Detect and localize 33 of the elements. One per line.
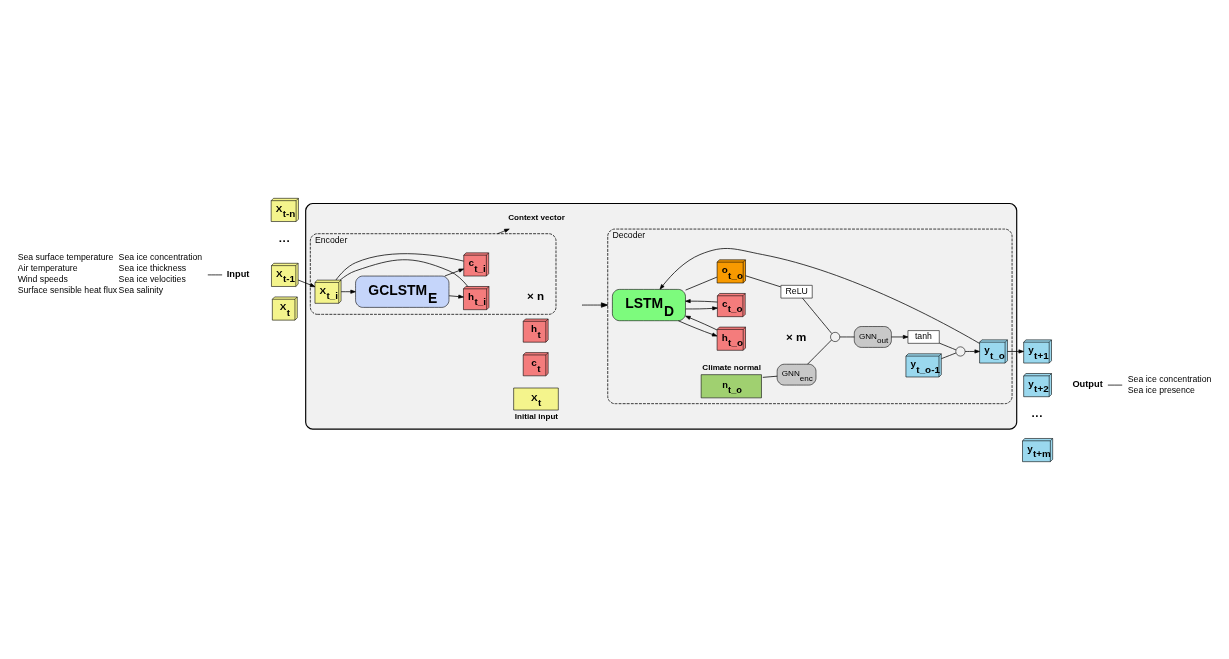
node-text: Output <box>1072 378 1103 389</box>
arrow <box>964 348 980 353</box>
label: × m <box>786 329 807 343</box>
arrow <box>448 294 464 299</box>
connector <box>941 352 957 359</box>
arrow <box>297 279 316 287</box>
connector <box>762 375 778 378</box>
node-text: Sea surface temperature Sea ice concentration Air temperature Sea ice thickness Wind speeds Sea ice velocities Surface sensible heat flux Sea salinity <box>17 251 203 295</box>
arrow <box>891 334 909 339</box>
arrow <box>678 319 718 336</box>
arrow <box>340 289 356 294</box>
arrow <box>444 268 464 276</box>
arrow <box>685 305 718 310</box>
arrow <box>685 298 718 303</box>
arrow <box>685 315 718 330</box>
connector <box>685 276 718 290</box>
connector <box>339 258 469 287</box>
node-circle <box>830 331 841 342</box>
node-text: Sea ice concentration Sea ice presence <box>1127 373 1212 395</box>
label: ··· <box>1031 408 1044 422</box>
arrow <box>497 228 510 234</box>
node-box: ReLU <box>780 284 813 298</box>
node-text: Input <box>226 268 250 279</box>
arrow <box>1007 348 1024 353</box>
connector <box>335 252 464 280</box>
connector <box>802 297 833 334</box>
connector <box>745 274 782 287</box>
node-circle <box>955 346 966 356</box>
arrow <box>582 301 609 308</box>
label: ··· <box>278 233 291 247</box>
label: × n <box>526 288 545 302</box>
connector <box>938 342 957 350</box>
node-box: tanh <box>907 329 940 344</box>
